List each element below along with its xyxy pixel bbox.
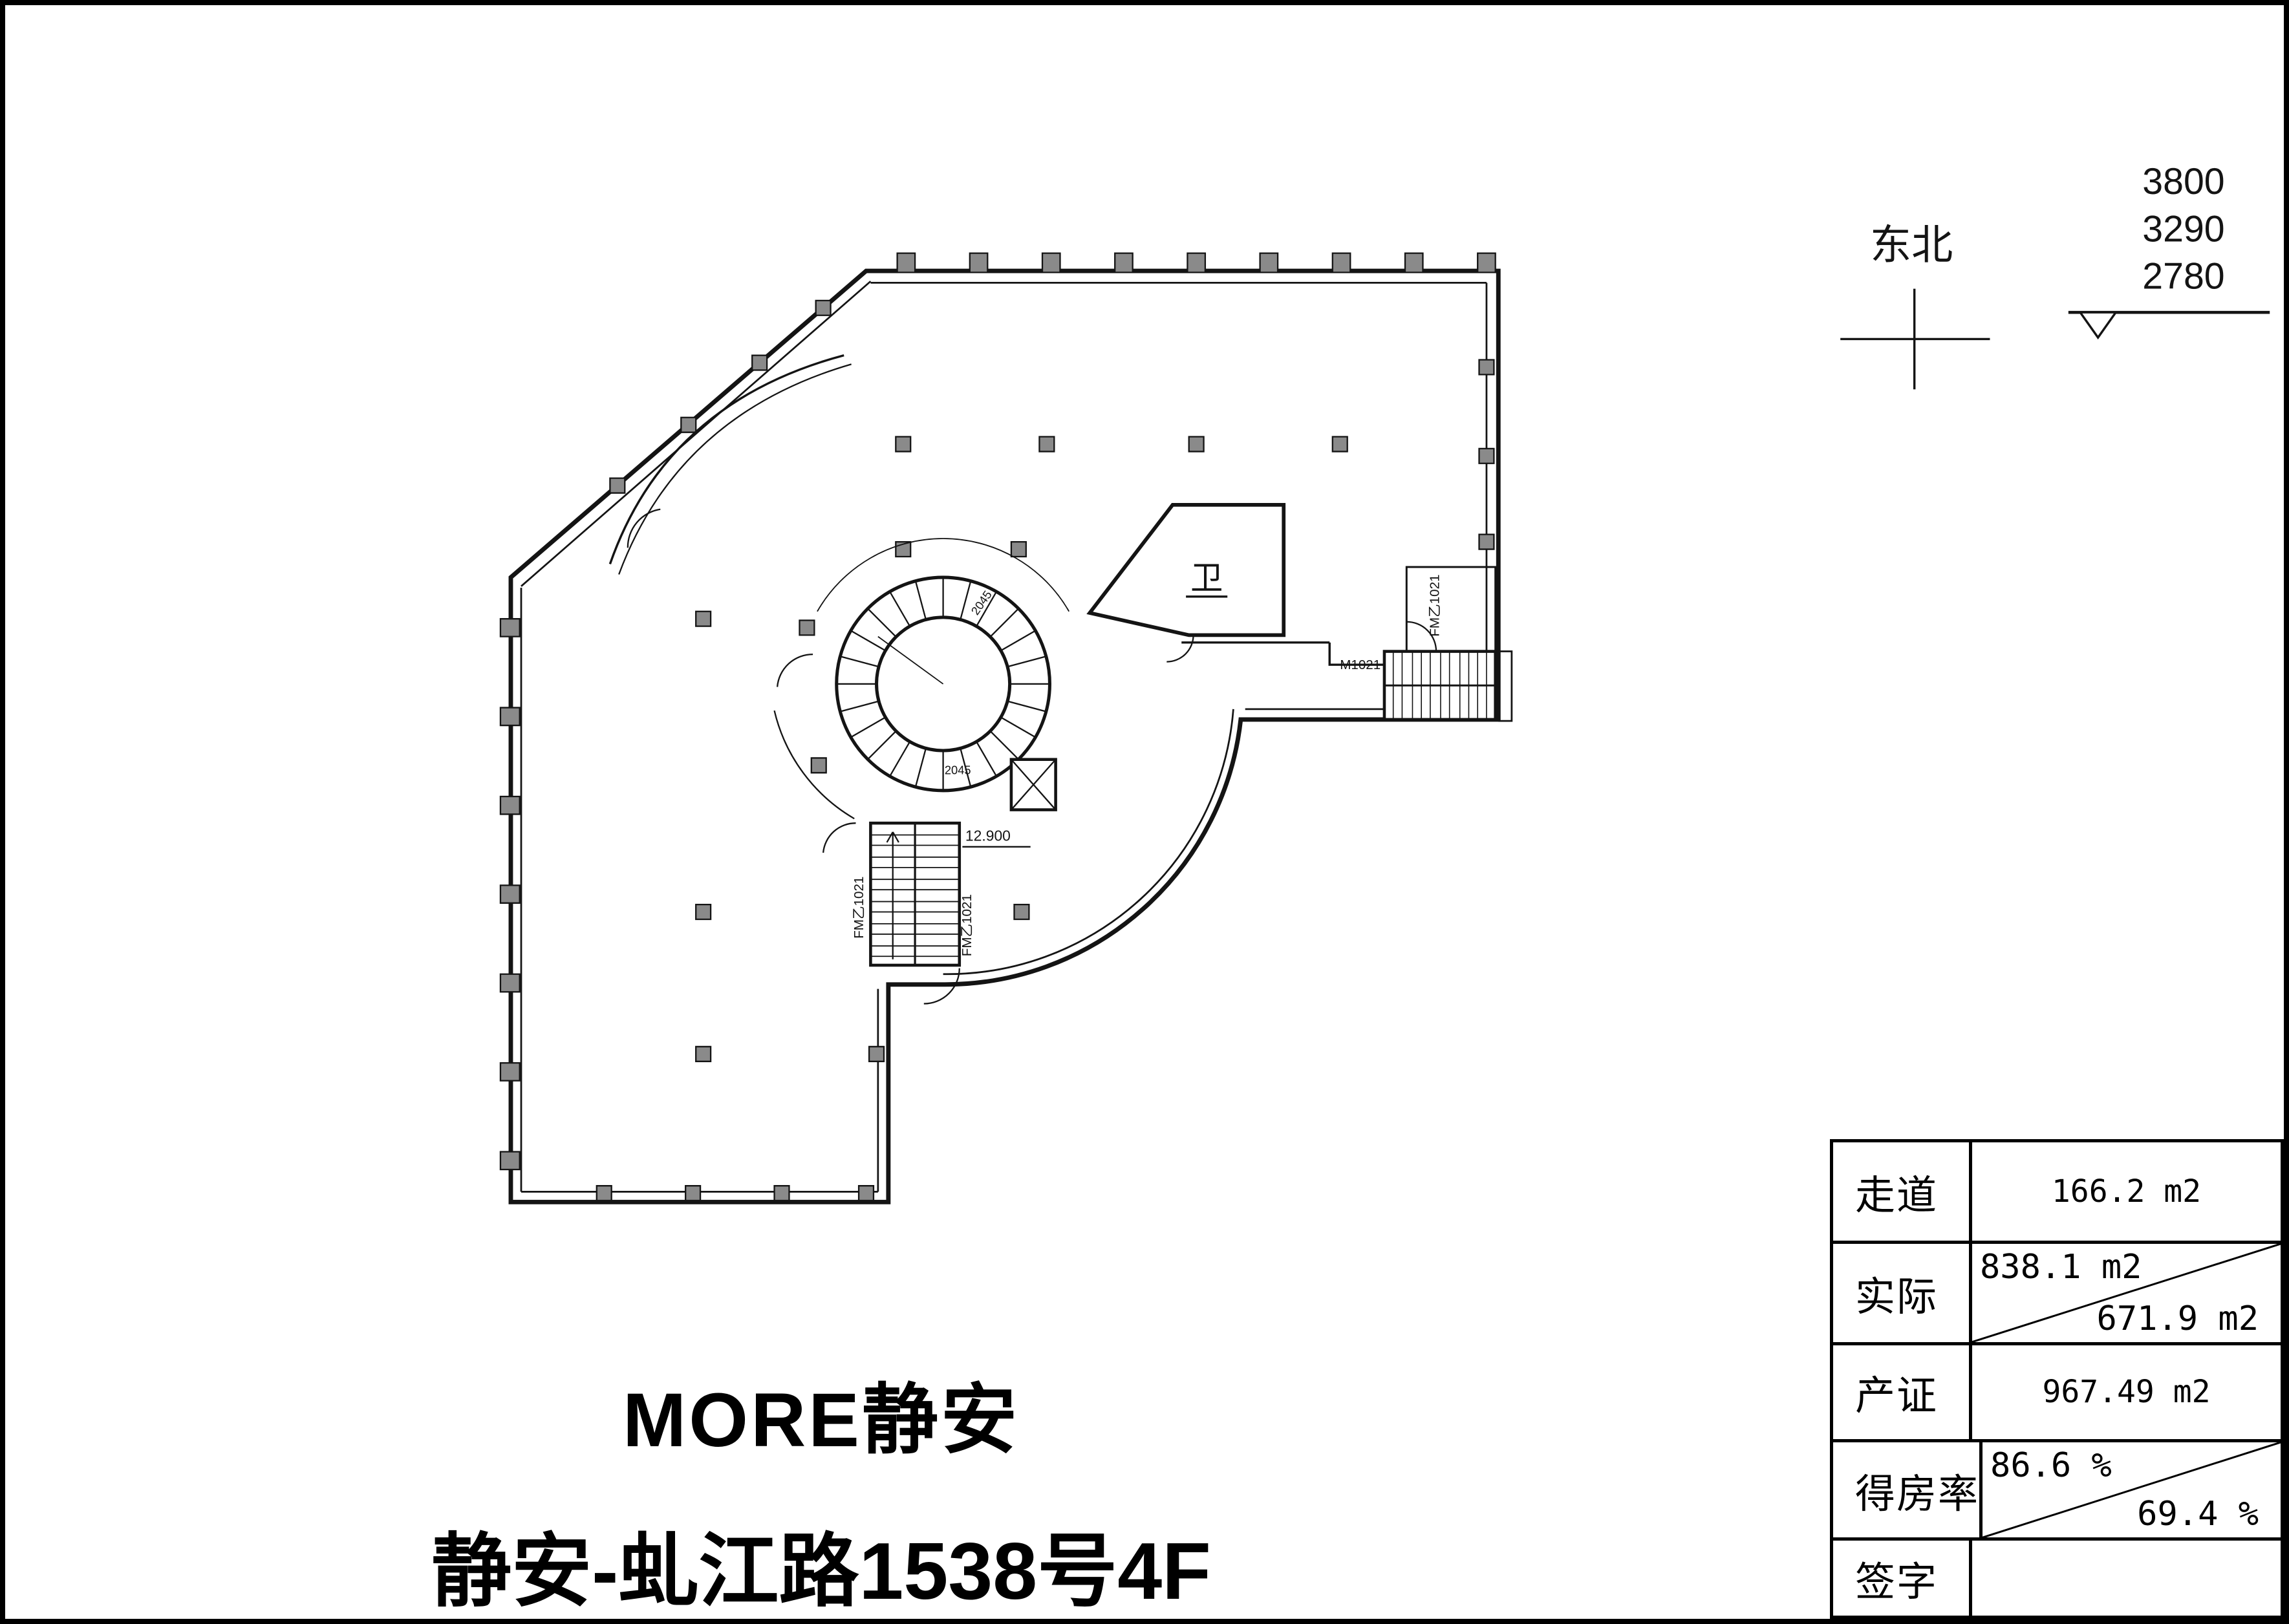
elevator: [1009, 758, 1057, 811]
curved-glass-wall: [608, 354, 852, 575]
fire-door-label-1: FM乙1021: [852, 877, 866, 939]
fire-door-label-2: FM乙1021: [960, 894, 974, 956]
level-value-3: 2780: [2142, 256, 2224, 297]
dim-label-1: 2045: [945, 764, 971, 777]
row-value-split: 86.6 % 69.4 %: [1983, 1442, 2281, 1537]
row-label: 产证: [1833, 1345, 1972, 1439]
toilet-label: 卫: [1190, 559, 1223, 596]
toilet-room: 卫: [1086, 503, 1286, 637]
diagonal-divider: [1983, 1442, 2281, 1537]
row-label: 签字: [1833, 1541, 1972, 1616]
level-value-1: 3800: [2142, 161, 2224, 202]
value-bottom: 69.4 %: [2137, 1495, 2259, 1534]
circular-stair: [773, 538, 1070, 820]
table-row-certificate: 产证 967.49 m2: [1833, 1341, 2281, 1439]
north-indicator: 东北: [1840, 222, 1990, 390]
door-swings: [627, 508, 1194, 1005]
table-row-corridor: 走道 166.2 m2: [1833, 1142, 2281, 1241]
address-title: 静安-虬江路1538号4F: [431, 1527, 1211, 1616]
compass-label: 东北: [1870, 222, 1953, 268]
value-top: 86.6 %: [1990, 1446, 2112, 1485]
table-row-efficiency: 得房率 86.6 % 69.4 %: [1833, 1438, 2281, 1538]
east-stair: [1382, 566, 1497, 721]
row-value: [1972, 1541, 2281, 1616]
elevation-mark: 12.900: [962, 828, 1031, 848]
value-bottom: 671.9 m2: [2096, 1299, 2259, 1338]
diagonal-divider: [1972, 1244, 2281, 1342]
row-label: 得房率: [1833, 1442, 1983, 1538]
project-title: MORE静安: [622, 1378, 1020, 1463]
level-value-2: 3290: [2142, 208, 2224, 250]
corridor-lines: [1181, 641, 1384, 666]
row-value: 166.2 m2: [2051, 1173, 2202, 1210]
curtain-wall-mullions: [499, 252, 1496, 1171]
plan-labels: M1021 FM乙1021 FM乙1021 FM乙1021 2045 2045: [852, 575, 1443, 957]
title-block: MORE静安 静安-虬江路1538号4F: [233, 1358, 1410, 1622]
structural-columns: [596, 299, 1495, 1202]
straight-stair: [869, 821, 962, 967]
door-label-m1021: M1021: [1340, 657, 1381, 672]
table-row-signature: 签字: [1833, 1537, 2281, 1616]
table-row-actual: 实际 838.1 m2 671.9 m2: [1833, 1241, 2281, 1342]
stair-direction-arrow: [886, 831, 899, 959]
elevation-label: 12.900: [965, 828, 1011, 844]
row-value-split: 838.1 m2 671.9 m2: [1972, 1244, 2281, 1342]
value-top: 838.1 m2: [1979, 1248, 2142, 1287]
area-table: 走道 166.2 m2 实际 838.1 m2 671.9 m2 产证 967.…: [1830, 1139, 2284, 1619]
row-label: 实际: [1833, 1244, 1972, 1342]
compass-cross: [1840, 288, 1990, 390]
row-value: 967.49 m2: [2042, 1374, 2211, 1411]
fire-door-label-3: FM乙1021: [1428, 575, 1443, 637]
datum-triangle-icon: [2078, 311, 2118, 340]
row-label: 走道: [1833, 1142, 1972, 1241]
elevation-datum: 3800 3290 2780: [2068, 161, 2270, 340]
